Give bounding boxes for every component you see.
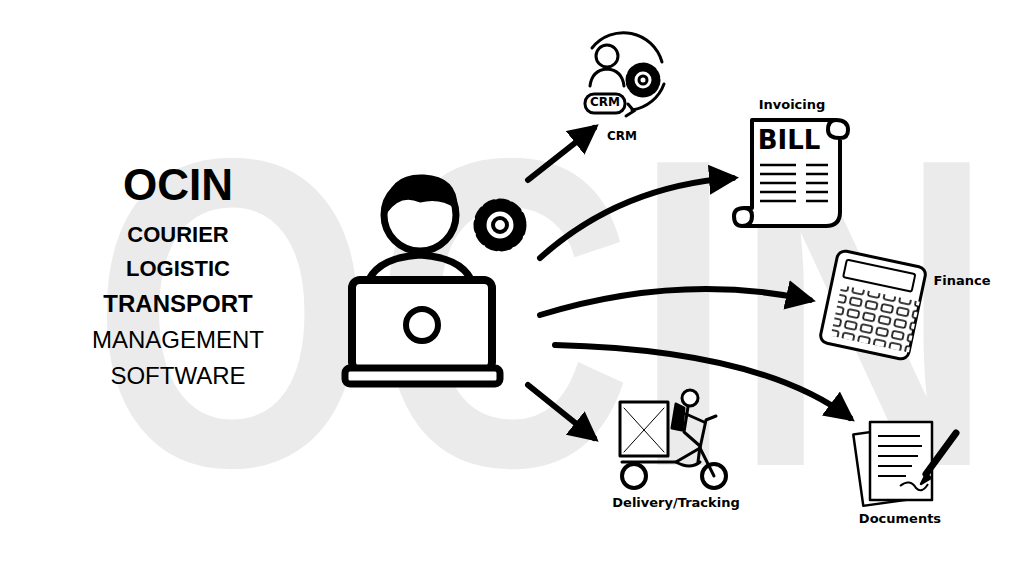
- node-label: Finance: [933, 274, 990, 289]
- calculator-icon: [819, 250, 927, 361]
- subtitle-line: MANAGEMENT: [92, 326, 264, 354]
- product-title: OCIN: [123, 160, 233, 211]
- crm-icon: [585, 33, 664, 116]
- crm-node: CRM CRM: [580, 28, 672, 156]
- subtitle-line: TRANSPORT: [103, 290, 252, 318]
- node-label: Documents: [859, 512, 941, 527]
- subtitle-line: SOFTWARE: [110, 362, 245, 390]
- delivery-scooter: [620, 390, 726, 488]
- invoicing-node: InvoicingBILL: [730, 94, 852, 230]
- finance-node: Finance: [818, 248, 994, 360]
- node-label: CRM: [590, 96, 620, 110]
- bill-icon: [734, 120, 848, 226]
- subtitle-line: COURIER: [127, 222, 228, 247]
- documents-node: Documents: [846, 416, 962, 532]
- node-text: CRM: [607, 130, 637, 144]
- node-text: BILL: [758, 126, 821, 156]
- documents-icon: [853, 422, 956, 506]
- node-label: Delivery/Tracking: [612, 496, 739, 511]
- user-icon: [345, 176, 521, 384]
- subtitle-line: LOGISTIC: [126, 256, 230, 281]
- delivery-node: Delivery/Tracking: [604, 386, 748, 516]
- node-label: Invoicing: [759, 98, 826, 113]
